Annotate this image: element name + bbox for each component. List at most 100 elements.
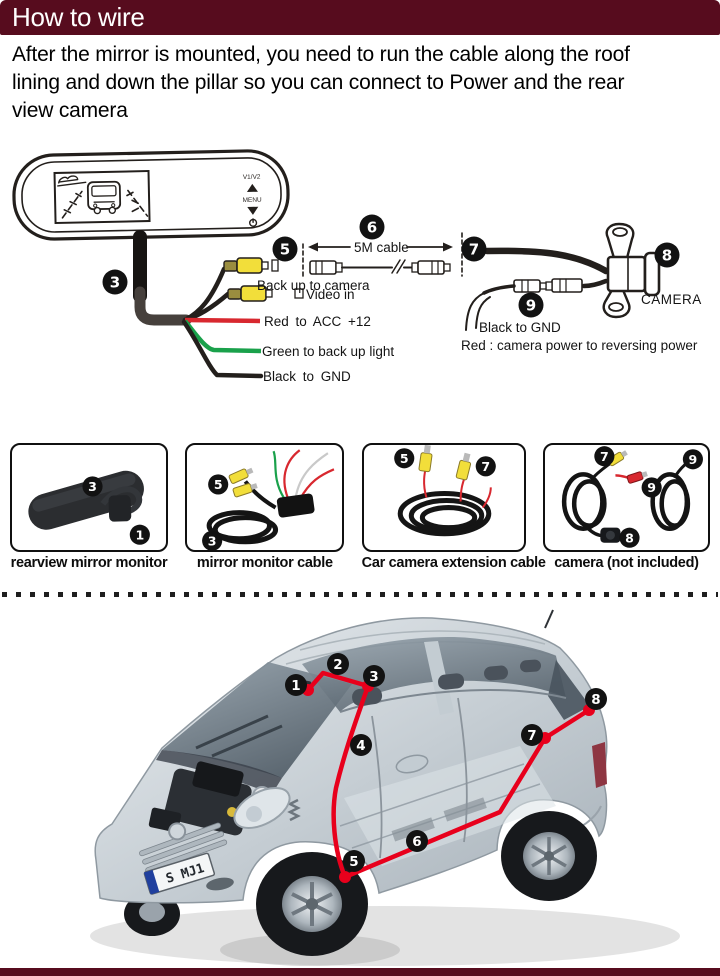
coiled-cable-photo [397,445,492,537]
product4-callout-9b: 9 [682,449,703,470]
product3-callout-7: 7 [475,456,496,477]
camera-cable [483,247,610,275]
car-routing-illustration: S MJ1 [0,598,720,976]
svg-text:5: 5 [214,477,223,492]
dotted-divider [2,592,718,597]
camera-illustration: CAMERA [602,222,702,319]
wiring-diagram: V1/V2 MENU [0,140,720,432]
mirror-stem [133,230,192,326]
callout-7: 7 [461,236,487,262]
product-caption: Car camera extension cable [361,555,546,571]
fog-lamp-recess [206,877,234,891]
route-marker-8: 8 [585,688,607,710]
svg-text:6: 6 [412,834,421,850]
camera-kit-photo [561,450,702,543]
svg-text:2: 2 [333,657,342,673]
footer-bar [0,968,720,976]
mirror-illustration: V1/V2 MENU [12,149,290,241]
camera-gnd-label: Black to GND [479,320,561,335]
wire-label-reverse: Green to back up light [262,344,394,359]
product-rearview-mirror-monitor: 3 1 rearview mirror monitor [10,443,168,571]
up-arrow-icon [246,183,258,192]
rca-plug-video [227,285,304,302]
wire-label-acc: Red to ACC +12 [264,314,371,329]
page-title: How to wire [0,0,720,35]
callout-6: 6 [359,214,385,240]
callout-3: 3 [102,269,128,295]
rca-plug-backup [223,257,279,274]
rear-wheel [501,811,597,901]
svg-text:3: 3 [369,669,378,685]
svg-text:5: 5 [349,854,358,870]
parking-guidelines [61,189,149,219]
route-marker-5: 5 [343,850,365,872]
product-image-box: 7 9 9 8 [542,443,710,552]
wire-label-video: Video in [306,287,355,302]
cable-length-label: 5M cable [354,240,409,255]
route-marker-7: 7 [521,724,543,746]
callout-9: 9 [518,292,544,318]
route-marker-6: 6 [406,830,428,852]
route-marker-3: 3 [363,665,385,687]
cable-photo [206,449,335,545]
power-icon [249,218,258,227]
harness-wires [181,266,264,379]
product1-callout-1: 1 [129,524,150,545]
svg-text:1: 1 [135,527,144,542]
antenna [544,609,554,629]
camera-label: CAMERA [641,292,702,307]
svg-text:3: 3 [88,479,97,494]
bus-icon [86,180,122,215]
product-caption: mirror monitor cable [196,555,333,571]
extension-cable-section: 5M cable [302,232,463,277]
product2-callout-3: 3 [202,530,223,550]
svg-text:7: 7 [469,241,479,259]
svg-text:9: 9 [526,297,536,315]
product4-callout-8: 8 [619,527,640,548]
route-marker-4: 4 [350,734,372,756]
mirror-screen [53,170,151,225]
product-mirror-monitor-cable: 5 3 mirror monitor cable [185,443,345,571]
license-plate: S MJ1 [143,852,216,895]
product1-callout-3: 3 [82,476,103,497]
mirror-photo [28,470,144,530]
door-mirror [395,754,429,774]
product2-callout-5: 5 [208,474,229,495]
svg-text:5: 5 [400,451,409,466]
product-image-box: 5 7 [361,443,526,552]
b-pillar [424,641,454,715]
product-gallery: 3 1 rearview mirror monitor [0,443,720,571]
wire-label-gnd: Black to GND [263,369,351,384]
product-camera: 7 9 9 8 camera (not includ [542,443,710,571]
product4-callout-9a: 9 [641,477,662,498]
svg-text:3: 3 [208,533,217,548]
intro-text: After the mirror is mounted, you need to… [12,43,630,123]
grille [139,822,228,874]
product-caption: rearview mirror monitor [10,555,168,571]
svg-text:7: 7 [481,459,490,474]
svg-text:8: 8 [662,247,672,265]
svg-text:6: 6 [367,219,377,237]
svg-text:9: 9 [647,480,656,495]
route-marker-2: 2 [327,653,349,675]
svg-text:3: 3 [110,274,120,292]
down-arrow-icon [247,206,259,215]
product-image-box: 3 1 [10,443,168,552]
product3-callout-5: 5 [393,448,414,469]
product-caption: camera (not included) [554,555,699,571]
product-image-box: 5 3 [185,443,345,552]
tail-light [592,742,607,788]
mirror-buttons: V1/V2 MENU [242,174,262,227]
svg-text:8: 8 [625,530,634,545]
svg-text:7: 7 [527,728,536,744]
svg-text:8: 8 [591,692,600,708]
svg-text:1: 1 [291,678,300,694]
callout-5: 5 [272,236,298,262]
wire-label-backup: Back up to camera [257,278,370,293]
camera-power-label: Red : camera power to reversing power [461,338,698,353]
camera-power-leads: Black to GND Red : camera power to rever… [461,278,698,353]
svg-text:5: 5 [280,241,290,259]
suspension-spring [287,798,301,822]
product4-callout-7: 7 [594,446,615,467]
